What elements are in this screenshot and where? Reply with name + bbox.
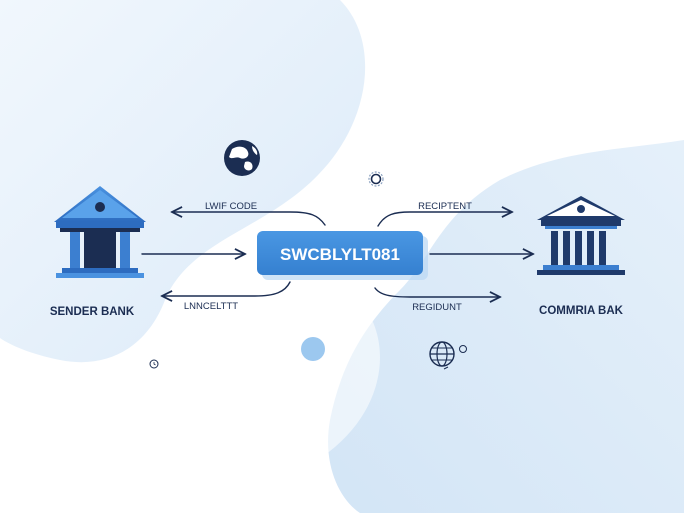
small-clock-icon xyxy=(149,359,159,369)
arrow-label-top-left: LWIF CODE xyxy=(205,201,257,212)
arrow-top-left xyxy=(172,212,326,226)
arrow-label-bottom-right: REGIDUNT xyxy=(412,302,462,313)
swift-code-value: SWCBLYLT081 xyxy=(280,245,400,264)
arrow-top-right xyxy=(377,212,512,227)
currency-globe-icon xyxy=(429,341,467,370)
background-blob-right xyxy=(328,140,684,513)
recipient-bank-label: COMMRIA BAK xyxy=(539,305,624,317)
background-swirl xyxy=(110,245,380,487)
swift-code-box: SWCBLYLT081 xyxy=(257,231,428,280)
arrow-label-bottom-left: LNNCELTTT xyxy=(184,301,238,312)
arrow-label-top-right: RECIPTENT xyxy=(418,201,472,212)
sender-bank-label: SENDER BANK xyxy=(50,306,135,318)
recipient-bank-icon xyxy=(537,196,625,275)
arrow-bottom-left xyxy=(162,281,291,296)
sender-bank-icon xyxy=(54,186,146,278)
ring-icon xyxy=(368,171,384,187)
globe-icon xyxy=(224,140,260,176)
arrow-bottom-right xyxy=(374,287,500,297)
dot-icon xyxy=(301,337,325,361)
